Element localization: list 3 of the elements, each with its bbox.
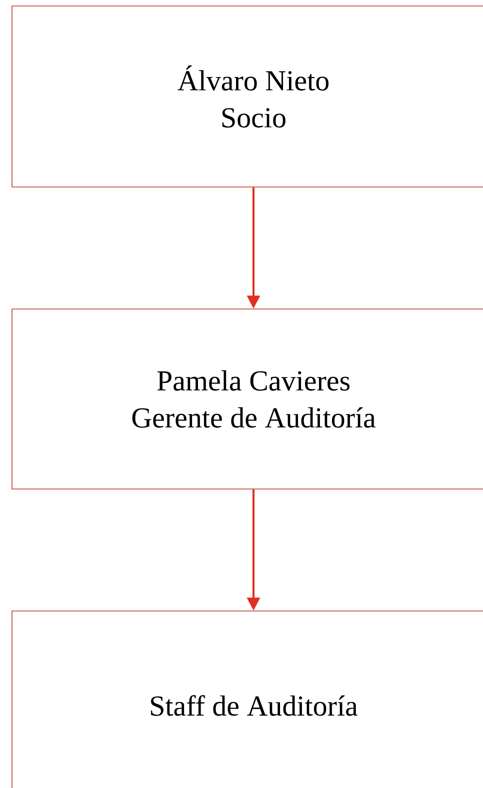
org-box: Staff de Auditoría	[12, 610, 483, 788]
org-box: Pamela Cavieres Gerente de Auditoría	[12, 308, 483, 490]
org-box: Álvaro Nieto Socio	[12, 6, 483, 188]
